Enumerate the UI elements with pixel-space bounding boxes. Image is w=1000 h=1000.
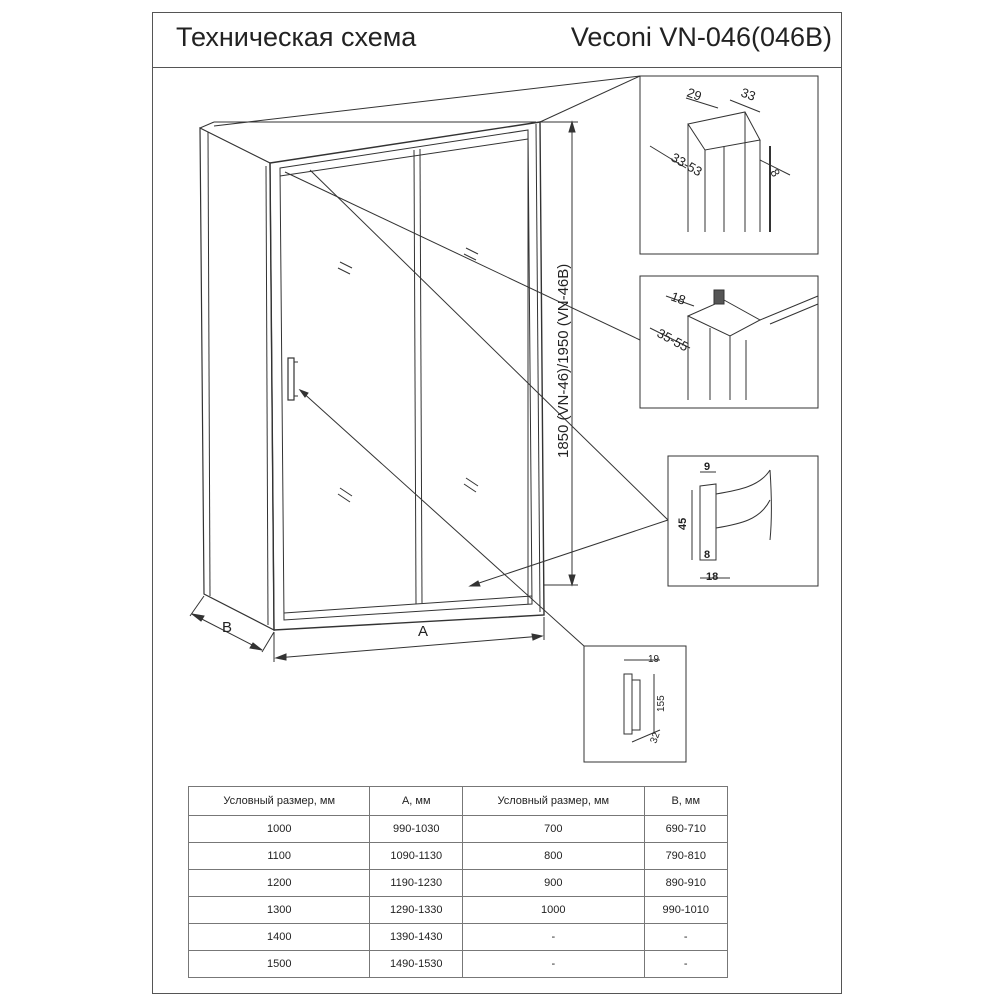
table-cell: 1200 bbox=[187, 869, 371, 897]
detail-top-profile bbox=[639, 75, 819, 255]
size-table: Условный размер, мм A, мм Условный разме… bbox=[187, 786, 728, 978]
page-title: Техническая схема bbox=[176, 22, 417, 52]
table-cell: 1490-1530 bbox=[369, 950, 464, 978]
table-cell: 900 bbox=[462, 869, 645, 897]
col-header-nominal-a: Условный размер, мм bbox=[187, 786, 371, 816]
detail-handle bbox=[583, 645, 687, 763]
glass-panels bbox=[337, 148, 479, 605]
table-cell: - bbox=[643, 923, 728, 951]
detail-roller-width-label: 18 bbox=[706, 571, 718, 583]
depth-dimension-line bbox=[189, 595, 275, 653]
table-cell: 1390-1430 bbox=[369, 923, 464, 951]
detail-wall-range-label: 35-55 bbox=[655, 325, 691, 354]
detail-handle-depth-label: 32 bbox=[648, 730, 662, 745]
table-cell: 890-910 bbox=[643, 869, 728, 897]
detail-top-right-label: 33 bbox=[739, 85, 758, 104]
height-dimension-line bbox=[540, 120, 578, 587]
table-cell: 990-1030 bbox=[369, 815, 464, 843]
table-row: 1500 1490-1530 - - bbox=[187, 950, 728, 978]
leader-lines bbox=[213, 75, 669, 647]
table-cell: 1500 bbox=[187, 950, 371, 978]
width-label: A bbox=[418, 623, 428, 640]
table-cell: 990-1010 bbox=[643, 896, 728, 924]
table-cell: 700 bbox=[462, 815, 645, 843]
table-header-row: Условный размер, мм A, мм Условный разме… bbox=[187, 786, 728, 816]
title-block bbox=[152, 12, 842, 68]
table-cell: 1290-1330 bbox=[369, 896, 464, 924]
col-header-nominal-b: Условный размер, мм bbox=[462, 786, 645, 816]
detail-wall-profile bbox=[639, 275, 819, 409]
table-cell: - bbox=[643, 950, 728, 978]
model-name: Veconi VN-046(046B) bbox=[570, 22, 832, 52]
col-header-a: A, мм bbox=[369, 786, 464, 816]
drawing-frame bbox=[152, 12, 842, 994]
detail-wall-top-label: 18 bbox=[669, 289, 688, 308]
detail-roller-bottom-label: 8 bbox=[704, 549, 710, 561]
table-cell: 1000 bbox=[187, 815, 371, 843]
side-panel bbox=[199, 121, 536, 631]
table-cell: 1100 bbox=[187, 842, 371, 870]
height-label: 1850 (VN-46)/1950 (VN-46B) bbox=[555, 264, 572, 458]
table-cell: 1090-1130 bbox=[369, 842, 464, 870]
table-cell: 690-710 bbox=[643, 815, 728, 843]
detail-roller-height-label: 45 bbox=[677, 518, 689, 530]
col-header-b: B, мм bbox=[643, 786, 728, 816]
table-cell: 800 bbox=[462, 842, 645, 870]
table-row: 1000 990-1030 700 690-710 bbox=[187, 815, 728, 843]
table-cell: 1190-1230 bbox=[369, 869, 464, 897]
width-dimension-line bbox=[273, 617, 545, 662]
table-cell: 790-810 bbox=[643, 842, 728, 870]
table-row: 1300 1290-1330 1000 990-1010 bbox=[187, 896, 728, 924]
table-cell: - bbox=[462, 923, 645, 951]
table-cell: 1400 bbox=[187, 923, 371, 951]
table-row: 1200 1190-1230 900 890-910 bbox=[187, 869, 728, 897]
table-cell: 1000 bbox=[462, 896, 645, 924]
detail-roller bbox=[667, 455, 819, 587]
detail-handle-width-label: 19 bbox=[648, 654, 660, 665]
detail-handle-length-label: 155 bbox=[656, 695, 667, 712]
detail-top-range-label: 33-53 bbox=[669, 150, 705, 180]
table-row: 1400 1390-1430 - - bbox=[187, 923, 728, 951]
door-handle bbox=[287, 357, 298, 401]
depth-label: B bbox=[222, 619, 232, 636]
table-row: 1100 1090-1130 800 790-810 bbox=[187, 842, 728, 870]
table-cell: 1300 bbox=[187, 896, 371, 924]
detail-roller-top-label: 9 bbox=[704, 461, 710, 473]
detail-top-left-label: 29 bbox=[685, 85, 704, 104]
front-frame bbox=[269, 121, 545, 631]
table-cell: - bbox=[462, 950, 645, 978]
